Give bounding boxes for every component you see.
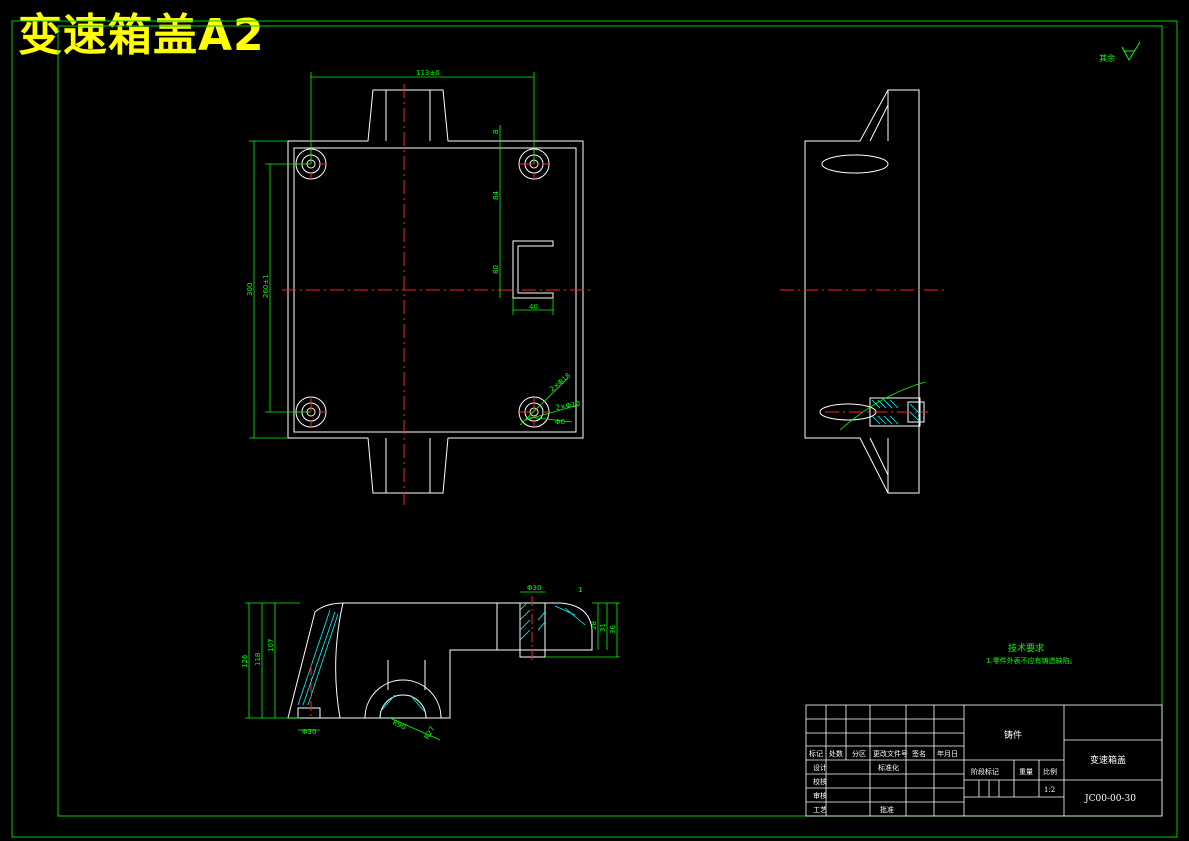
front-dim-text: 113±0 8 84 80 40 300 260±1 2×Φ18 2×Φ10 Φ…	[246, 69, 581, 426]
front-centerlines	[282, 84, 592, 505]
dim-left-outer: 300	[246, 283, 254, 296]
section-view	[287, 602, 593, 719]
dim-sec-r2: 31	[599, 623, 607, 632]
tb-drawing-name: 变速箱盖	[1090, 754, 1126, 766]
inner-frame	[57, 25, 1163, 817]
tb-row-review: 审核	[813, 791, 827, 800]
technical-notes: 技术要求 1.零件外表不应有铸造缺陷。	[986, 642, 1077, 665]
tb-header-date: 年月日	[937, 749, 958, 758]
dim-sec-arc: R90	[391, 719, 407, 732]
dim-sec-bot-dia: Φ30	[302, 728, 316, 736]
dim-hole-1: 2×Φ18	[548, 371, 572, 393]
dim-sec-arc2: R27	[423, 725, 437, 741]
tb-header-mark: 标记	[809, 749, 823, 758]
title-block	[805, 704, 1163, 817]
dim-slot-offset: 84	[492, 191, 500, 200]
tb-scale-value: 1:2	[1044, 786, 1055, 794]
tb-row-standard: 标准化	[878, 763, 899, 772]
notes-line1: 1.零件外表不应有铸造缺陷。	[986, 656, 1077, 665]
section-dimensions	[245, 591, 620, 741]
tb-row-check: 校核	[813, 777, 827, 786]
front-view	[287, 89, 584, 494]
notes-heading: 技术要求	[1008, 642, 1044, 654]
dim-hole-2: 2×Φ10	[555, 400, 581, 412]
tb-row-process: 工艺	[813, 806, 827, 814]
dim-sec-top-small: 1	[578, 586, 582, 594]
dim-slot-height: 80	[492, 265, 500, 274]
side-hatch	[871, 399, 921, 425]
roughness-symbol: 其余	[1099, 41, 1141, 63]
front-dimensions	[249, 72, 579, 439]
tb-weight-label: 重量	[1019, 768, 1033, 776]
dim-top-small: 8	[492, 130, 500, 134]
tb-drawing-number: JC00-00-30	[1084, 794, 1136, 804]
dim-sec-r3: 36	[609, 625, 617, 634]
section-dim-text: Φ30 1 28 31 36 126 118 107 Φ30 R90 R27	[241, 584, 617, 741]
dim-sec-h2: 118	[254, 653, 262, 666]
dim-sec-h1: 126	[241, 654, 249, 668]
dim-hole-3: Φ6	[555, 418, 566, 426]
dim-slot-width: 40	[529, 303, 538, 311]
side-view	[804, 89, 925, 494]
tb-header-count: 处数	[829, 749, 843, 758]
roughness-label: 其余	[1099, 53, 1115, 63]
tb-header-zone: 分区	[852, 749, 866, 758]
dim-left-inner: 260±1	[262, 274, 270, 298]
side-centerlines	[780, 289, 944, 413]
tb-header-doc: 更改文件号	[873, 749, 908, 758]
dim-sec-r1: 28	[590, 621, 598, 630]
title-block-text: 标记 处数 分区 更改文件号 签名 年月日 设计 标准化 校核 审核 工艺 批准…	[809, 729, 1136, 814]
tb-stage-label: 阶段标记	[971, 767, 999, 776]
tb-header-sign: 签名	[912, 749, 926, 758]
dim-sec-h3: 107	[267, 639, 275, 652]
section-hatch	[297, 601, 586, 713]
tb-part-name: 铸件	[1004, 729, 1022, 741]
dim-sec-top-dia: Φ30	[527, 584, 541, 592]
outer-frame	[11, 20, 1178, 838]
side-section-break	[839, 381, 926, 431]
dim-top-width: 113±0	[416, 69, 440, 77]
tb-row-design: 设计	[813, 763, 827, 772]
tb-row-approve: 批准	[880, 805, 894, 814]
tb-scale-label: 比例	[1043, 767, 1057, 776]
